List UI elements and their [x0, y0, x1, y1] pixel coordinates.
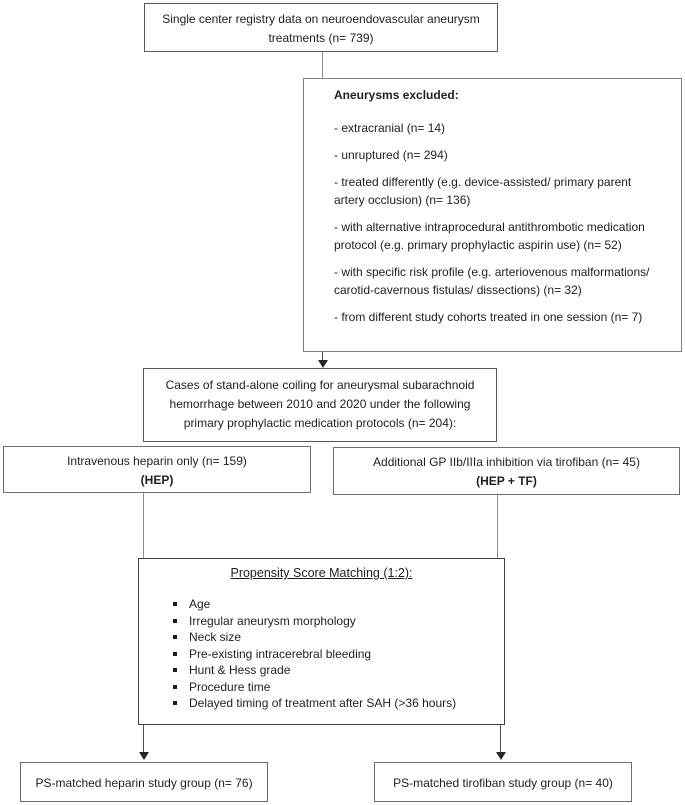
- psm-criterion: Age: [173, 596, 504, 613]
- registry-box: Single center registry data on neuroendo…: [144, 3, 498, 52]
- excluded-item: - from different study cohorts treated i…: [334, 310, 643, 324]
- arrow-down-icon: [318, 360, 328, 368]
- psm-criterion: Irregular aneurysm morphology: [173, 613, 504, 630]
- psm-criterion: Procedure time: [173, 679, 504, 696]
- ps-matched-tirofiban-box: PS-matched tirofiban study group (n= 40): [374, 762, 632, 802]
- square-bullet-icon: [173, 618, 177, 623]
- psm-criterion: Neck size: [173, 629, 504, 646]
- connector-registry-excluded: [322, 52, 323, 78]
- connector-psm-ps-tirofiban: [500, 725, 501, 752]
- heparin-group-label: Intravenous heparin only (n= 159): [67, 454, 247, 468]
- connector-heparin-psm: [143, 493, 144, 558]
- tirofiban-group-abbrev: (HEP + TF): [476, 474, 537, 488]
- psm-criteria-list: Age Irregular aneurysm morphology Neck s…: [173, 596, 504, 712]
- psm-criterion-label: Neck size: [189, 630, 242, 644]
- cases-box: Cases of stand-alone coiling for aneurys…: [143, 368, 497, 442]
- square-bullet-icon: [173, 668, 177, 672]
- psm-criterion: Hunt & Hess grade: [173, 662, 504, 679]
- square-bullet-icon: [173, 602, 177, 606]
- psm-title: Propensity Score Matching (1:2):: [230, 566, 413, 580]
- excluded-item: - unruptured (n= 294): [334, 148, 448, 162]
- psm-criterion-label: Procedure time: [189, 679, 271, 694]
- excluded-box: Aneurysms excluded: - extracranial (n= 1…: [303, 78, 682, 352]
- psm-criterion-label: Delayed timing of treatment after SAH (>…: [189, 696, 457, 710]
- square-bullet-icon: [173, 684, 177, 689]
- arrow-down-icon: [139, 752, 149, 760]
- excluded-item: - extracranial (n= 14): [334, 121, 446, 135]
- square-bullet-icon: [173, 651, 177, 656]
- tirofiban-group-box: Additional GP IIb/IIIa inhibition via ti…: [333, 447, 680, 495]
- psm-criterion-label: Irregular aneurysm morphology: [189, 613, 356, 628]
- psm-criterion-label: Pre-existing intracerebral bleeding: [189, 646, 372, 661]
- heparin-group-abbrev: (HEP): [140, 473, 174, 487]
- psm-box: Propensity Score Matching (1:2): Age Irr…: [138, 558, 505, 725]
- psm-criterion: Delayed timing of treatment after SAH (>…: [173, 695, 504, 712]
- heparin-group-box: Intravenous heparin only (n= 159) (HEP): [3, 446, 311, 493]
- excluded-title: Aneurysms excluded:: [334, 88, 459, 102]
- square-bullet-icon: [173, 635, 177, 639]
- square-bullet-icon: [173, 701, 177, 705]
- psm-criterion: Pre-existing intracerebral bleeding: [173, 646, 504, 663]
- ps-matched-heparin-box: PS-matched heparin study group (n= 76): [20, 762, 268, 802]
- connector-tirofiban-psm: [497, 495, 498, 558]
- connector-psm-ps-heparin: [143, 725, 144, 752]
- psm-criterion-label: Hunt & Hess grade: [189, 663, 291, 677]
- arrow-down-icon: [496, 752, 506, 760]
- excluded-item: - treated differently (e.g. device-assis…: [334, 175, 632, 207]
- excluded-item: - with specific risk profile (e.g. arter…: [334, 265, 650, 297]
- excluded-item: - with alternative intraprocedural antit…: [334, 220, 645, 252]
- connector-excluded-cases: [322, 352, 323, 361]
- tirofiban-group-label: Additional GP IIb/IIIa inhibition via ti…: [373, 455, 640, 469]
- psm-criterion-label: Age: [189, 597, 211, 611]
